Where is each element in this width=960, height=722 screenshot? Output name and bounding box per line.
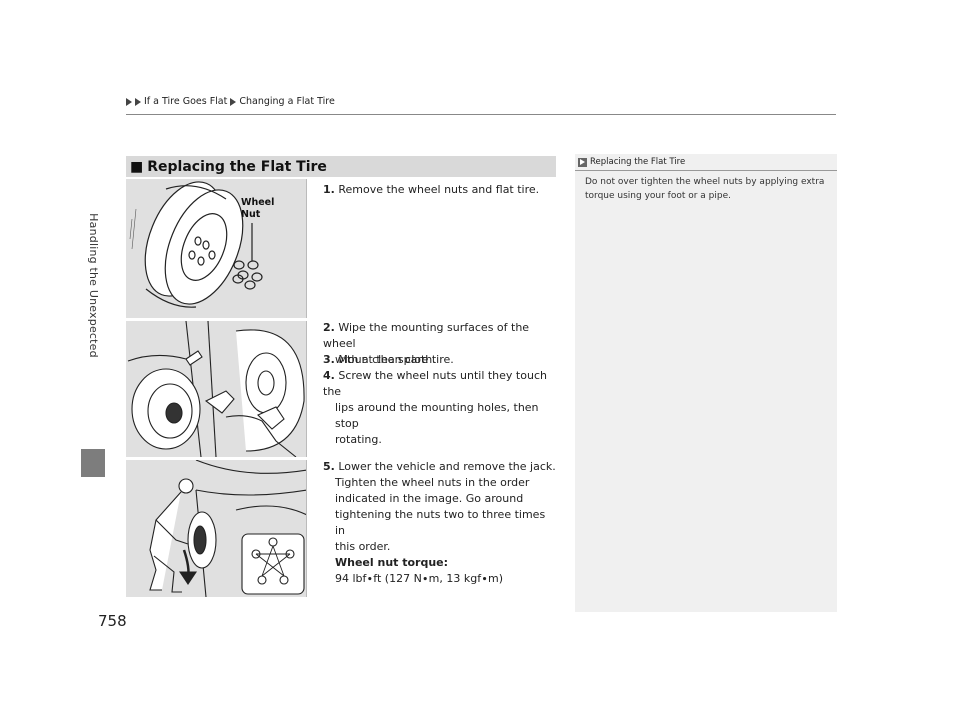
side-note-panel [575,154,837,612]
section-marker: ■ [130,158,144,175]
step-text: Screw the wheel nuts until they touch th… [323,369,547,398]
step-number: 5. [323,460,335,473]
breadcrumb: If a Tire Goes Flat Changing a Flat Tire [126,96,335,107]
header-rule [126,114,836,115]
side-note-body: Do not over tighten the wheel nuts by ap… [585,175,831,203]
step-text: Wipe the mounting surfaces of the wheel [323,321,530,350]
chapter-label-text: Handling the Unexpected [86,212,100,358]
step-3: 3. Mount the spare tire. [323,352,558,368]
step-number: 2. [323,321,335,334]
chapter-side-label: Handling the Unexpected [84,120,102,450]
callout-line: Nut [241,209,261,220]
section-heading: ■ Replacing the Flat Tire [126,156,556,177]
torque-value: 94 lbf∙ft (127 N∙m, 13 kgf∙m) [335,572,503,585]
callout-line: Wheel [241,197,275,208]
note-line: Do not over tighten the wheel nuts by ap… [585,177,825,187]
step-number: 3. [323,353,335,366]
torque-label: Wheel nut torque: [335,556,449,569]
step-text: rotating. [335,433,382,446]
step-text: Remove the wheel nuts and flat tire. [338,183,540,196]
step-text: lips around the mounting holes, then sto… [335,401,539,430]
figure-flat-tire-removal [126,179,307,318]
chapter-tab [81,449,105,477]
breadcrumb-item[interactable]: Changing a Flat Tire [239,96,335,107]
step-text: this order. [335,540,391,553]
breadcrumb-arrow-icon [230,97,237,106]
step-text: Tighten the wheel nuts in the order [335,476,530,489]
figure-mounting-spare [126,321,307,457]
step-5: 5. Lower the vehicle and remove the jack… [323,459,558,587]
breadcrumb-arrow-icon [135,97,141,106]
step-text: indicated in the image. Go around [335,492,524,505]
breadcrumb-item[interactable]: If a Tire Goes Flat [144,96,228,107]
section-title: Replacing the Flat Tire [147,158,327,175]
page-number: 758 [98,612,127,630]
wheel-nut-callout: Wheel Nut [241,197,274,221]
step-2: 2. Wipe the mounting surfaces of the whe… [323,320,558,368]
side-note-heading: Replacing the Flat Tire [575,157,837,167]
step-number: 1. [323,183,335,196]
step-number: 4. [323,369,335,382]
breadcrumb-arrow-icon [126,97,132,106]
step-text: tightening the nuts two to three times i… [335,508,546,537]
note-marker-icon [578,157,587,167]
side-note-title[interactable]: Replacing the Flat Tire [590,157,686,167]
step-4: 4. Screw the wheel nuts until they touch… [323,368,558,448]
side-note-rule [575,170,837,171]
step-text: with a clean cloth. [335,353,436,366]
step-text: Lower the vehicle and remove the jack. [338,460,556,473]
figure-tightening-order [126,460,307,597]
step-text: Mount the spare tire. [338,353,454,366]
note-line: torque using your foot or a pipe. [585,191,731,201]
step-1: 1. Remove the wheel nuts and flat tire. [323,182,558,198]
